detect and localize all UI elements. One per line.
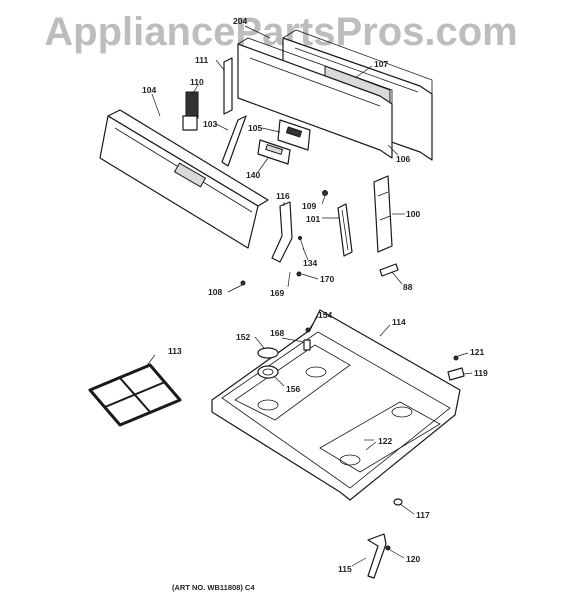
burner-head-part-156[interactable]	[257, 365, 279, 379]
grate-part-113[interactable]	[88, 363, 182, 427]
trim-piece-part-88[interactable]	[379, 263, 399, 277]
label-170: 170	[320, 274, 334, 284]
label-109: 109	[302, 201, 316, 211]
clock-part-105[interactable]	[277, 119, 311, 151]
leader-lines	[144, 25, 473, 567]
screw-part-170[interactable]	[296, 271, 302, 277]
label-114: 114	[392, 317, 406, 327]
label-117: 117	[416, 510, 430, 520]
watermark-logo: AppliancePartsPros.com	[44, 10, 518, 54]
label-113: 113	[168, 346, 182, 356]
label-120: 120	[406, 554, 420, 564]
label-101: 101	[306, 214, 320, 224]
label-115: 115	[338, 564, 352, 574]
part-labels: 204 111 107 110 104 103 105 106 140 116 …	[142, 16, 488, 574]
screw-part-117[interactable]	[393, 498, 403, 506]
endcap-part-100[interactable]	[373, 175, 393, 253]
side-trim-part-116[interactable]	[271, 201, 293, 263]
label-111: 111	[195, 55, 209, 65]
switch-part-110[interactable]	[182, 91, 199, 131]
art-number: (ART NO. WB11808) C4	[172, 583, 255, 592]
overlay-part-140[interactable]	[257, 139, 291, 165]
label-88: 88	[403, 282, 413, 292]
label-100: 100	[406, 209, 420, 219]
label-121: 121	[470, 347, 484, 357]
label-169: 169	[270, 288, 284, 298]
label-204: 204	[233, 16, 247, 26]
label-104: 104	[142, 85, 156, 95]
label-156: 156	[286, 384, 300, 394]
control-panel-part-104[interactable]	[99, 109, 269, 249]
label-105: 105	[248, 123, 262, 133]
label-107: 107	[374, 59, 388, 69]
label-140: 140	[246, 170, 260, 180]
screw-part-121[interactable]	[453, 355, 459, 361]
label-110: 110	[190, 77, 204, 87]
label-108: 108	[208, 287, 222, 297]
label-119: 119	[474, 368, 488, 378]
tube-part-115[interactable]	[367, 533, 387, 579]
manifold-panel-part-106[interactable]	[237, 37, 393, 159]
screw-part-108[interactable]	[240, 280, 246, 286]
label-154: 154	[318, 310, 332, 320]
orifice-part-168[interactable]	[303, 339, 311, 351]
tube-part-103[interactable]	[221, 115, 247, 167]
wire-part-134[interactable]	[298, 236, 305, 251]
label-168: 168	[270, 328, 284, 338]
bracket-part-111[interactable]	[223, 57, 233, 115]
bracket-part-119[interactable]	[447, 367, 465, 381]
screw-part-154[interactable]	[305, 327, 311, 333]
clip-part-120[interactable]	[385, 545, 391, 551]
label-152: 152	[236, 332, 250, 342]
label-134: 134	[303, 258, 317, 268]
label-106: 106	[396, 154, 410, 164]
label-122: 122	[378, 436, 392, 446]
label-103: 103	[203, 119, 217, 129]
screw-part-109[interactable]	[322, 190, 328, 196]
label-116: 116	[276, 191, 290, 201]
burner-cap-part-152[interactable]	[257, 347, 279, 359]
bracket-part-101[interactable]	[337, 203, 353, 257]
